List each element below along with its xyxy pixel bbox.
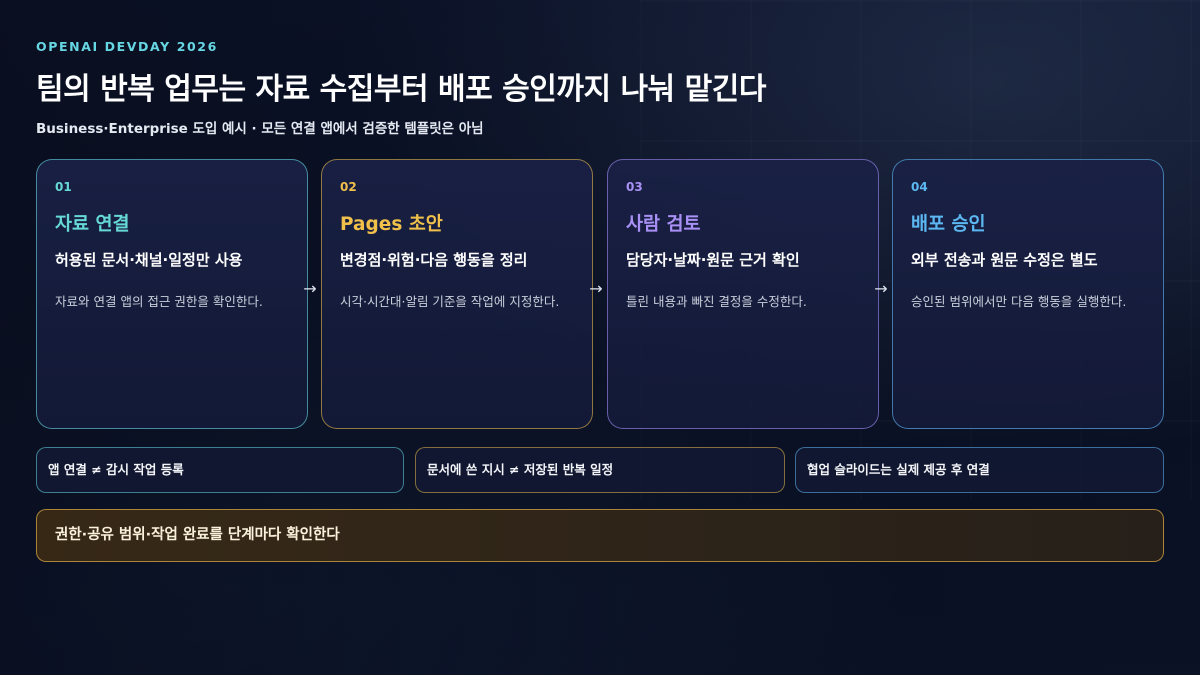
step-title: 배포 승인 (911, 214, 986, 235)
checkpoint-banner: 권한·공유 범위·작업 완료를 단계마다 확인한다 (36, 509, 1164, 562)
step-number: 02 (340, 180, 357, 194)
step-number: 03 (626, 180, 643, 194)
step-subtitle: 허용된 문서·채널·일정만 사용 (55, 251, 243, 269)
step-subtitle: 외부 전송과 원문 수정은 별도 (911, 251, 1098, 269)
step-number: 01 (55, 180, 72, 194)
event-label: OPENAI DEVDAY 2026 (36, 39, 218, 54)
slide-subtitle: Business·Enterprise 도입 예시 · 모든 연결 앱에서 검증… (36, 121, 484, 137)
note-app-connection: 앱 연결 ≠ 감시 작업 등록 (36, 447, 404, 493)
step-card-human-review: 03 사람 검토 담당자·날짜·원문 근거 확인 틀린 내용과 빠진 결정을 수… (607, 159, 879, 429)
note-collab-slides: 협업 슬라이드는 실제 제공 후 연결 (795, 447, 1164, 493)
step-description: 승인된 범위에서만 다음 행동을 실행한다. (911, 294, 1127, 309)
step-subtitle: 변경점·위험·다음 행동을 정리 (340, 251, 528, 269)
slide-title: 팀의 반복 업무는 자료 수집부터 배포 승인까지 나눠 맡긴다 (36, 72, 766, 107)
note-document-instruction: 문서에 쓴 지시 ≠ 저장된 반복 일정 (415, 447, 785, 493)
step-description: 시각·시간대·알림 기준을 작업에 지정한다. (340, 294, 560, 309)
step-subtitle: 담당자·날짜·원문 근거 확인 (626, 251, 800, 269)
step-card-connect: 01 자료 연결 허용된 문서·채널·일정만 사용 자료와 연결 앱의 접근 권… (36, 159, 308, 429)
step-title: Pages 초안 (340, 214, 443, 235)
step-description: 틀린 내용과 빠진 결정을 수정한다. (626, 294, 807, 309)
step-title: 자료 연결 (55, 214, 130, 235)
step-number: 04 (911, 180, 928, 194)
arrow-right-icon: → (589, 279, 603, 298)
arrow-right-icon: → (303, 279, 317, 298)
step-description: 자료와 연결 앱의 접근 권한을 확인한다. (55, 294, 263, 309)
step-card-pages-draft: 02 Pages 초안 변경점·위험·다음 행동을 정리 시각·시간대·알림 기… (321, 159, 593, 429)
arrow-right-icon: → (874, 279, 888, 298)
step-card-deploy-approval: 04 배포 승인 외부 전송과 원문 수정은 별도 승인된 범위에서만 다음 행… (892, 159, 1164, 429)
step-title: 사람 검토 (626, 214, 701, 235)
